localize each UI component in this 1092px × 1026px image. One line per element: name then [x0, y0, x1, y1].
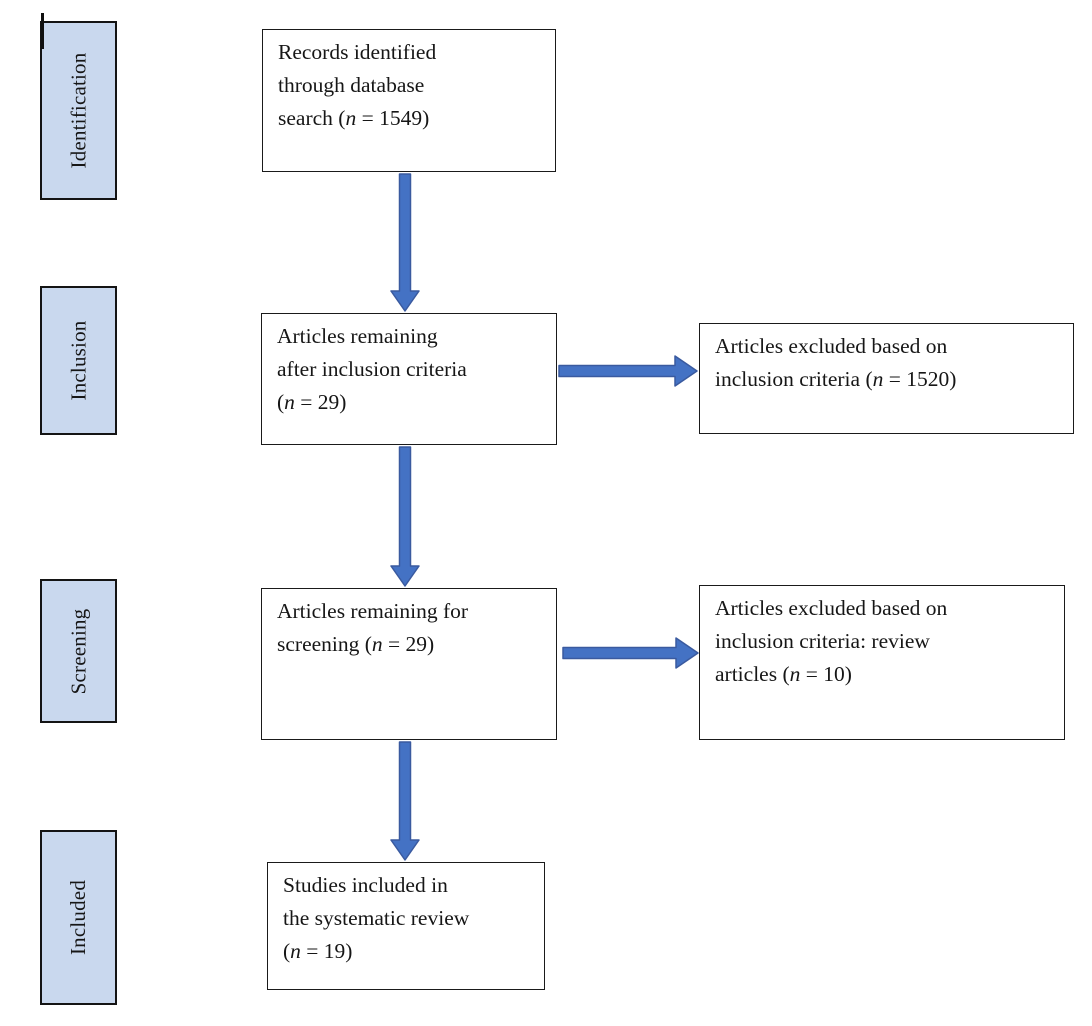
flow-box-records-identified-text: Records identified through database sear… — [278, 40, 437, 130]
flow-box-after-inclusion-criteria-text: Articles remaining after inclusion crite… — [277, 324, 467, 414]
excluded-box-inclusion-criteria: Articles excluded based on inclusion cri… — [699, 323, 1074, 434]
flow-box-included-in-review: Studies included in the systematic revie… — [267, 862, 545, 990]
stage-label-identification: Identification — [66, 52, 91, 169]
stage-label-inclusion: Inclusion — [66, 320, 90, 401]
stage-box-identification: Identification — [40, 21, 117, 200]
stage-label-included: Included — [66, 879, 91, 956]
arrow-right-to-excluded-inclusion-criteria — [558, 355, 698, 387]
arrow-right-to-excluded-review-articles — [562, 637, 699, 669]
excluded-box-review-articles: Articles excluded based on inclusion cri… — [699, 585, 1065, 740]
flow-box-after-inclusion-criteria: Articles remaining after inclusion crite… — [261, 313, 557, 445]
stage-label-screening: Screening — [66, 608, 90, 694]
excluded-box-inclusion-criteria-text: Articles excluded based on inclusion cri… — [715, 334, 957, 391]
flow-box-remaining-for-screening: Articles remaining for screening (n = 29… — [261, 588, 557, 740]
arrow-down-identification-to-inclusion — [390, 173, 420, 312]
stage-box-screening: Screening — [40, 579, 117, 723]
flow-box-records-identified: Records identified through database sear… — [262, 29, 556, 172]
flow-box-included-in-review-text: Studies included in the systematic revie… — [283, 873, 470, 963]
excluded-box-review-articles-text: Articles excluded based on inclusion cri… — [715, 596, 948, 686]
arrow-down-screening-to-included — [390, 741, 420, 861]
arrow-down-inclusion-to-screening — [390, 446, 420, 587]
flow-box-remaining-for-screening-text: Articles remaining for screening (n = 29… — [277, 599, 469, 656]
stage-box-included: Included — [40, 830, 117, 1005]
stray-mark — [41, 13, 44, 49]
stage-box-inclusion: Inclusion — [40, 286, 117, 435]
